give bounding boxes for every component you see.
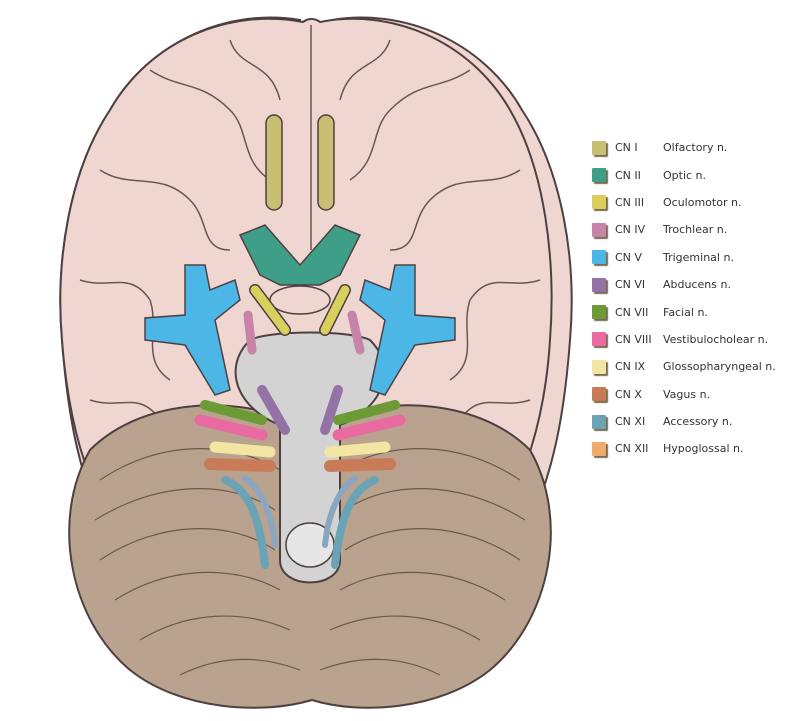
hypoglossal-nerve-left (242, 475, 278, 548)
glossopharyngeal-nerve-right (324, 441, 391, 458)
color-swatch-icon (592, 305, 606, 320)
legend-item: CN V Trigeminal n. (592, 244, 776, 271)
cranial-nerve-name: Trochlear n. (663, 223, 728, 237)
cranial-nerve-number: CN IX (615, 360, 646, 374)
glossopharyngeal-nerve-left (209, 441, 276, 458)
color-swatch-icon (592, 387, 606, 402)
cranial-nerve-name: Optic n. (663, 168, 707, 182)
hypoglossal-nerve-right (322, 475, 358, 548)
cranial-nerve-number: CN I (615, 141, 638, 155)
facial-nerve-left (200, 400, 267, 425)
cranial-nerve-number: CN X (615, 387, 642, 401)
trochlear-nerve-left (243, 310, 257, 355)
cranial-nerve-number: CN III (615, 195, 645, 209)
facial-nerve-right (333, 400, 400, 425)
vestibulocochlear-nerve-right (332, 414, 406, 441)
legend-item: CN X Vagus n. (592, 381, 776, 408)
olfactory-nerve-right (317, 114, 335, 211)
cranial-nerve-name: Vestibulocholear n. (663, 332, 769, 346)
legend-item: CN VIII Vestibulocholear n. (592, 326, 776, 353)
trochlear-nerve-right (347, 310, 365, 355)
cranial-nerve-number: CN XII (615, 442, 649, 456)
trigeminal-nerve-left (144, 264, 241, 396)
optic-chiasm (238, 224, 362, 286)
color-swatch-icon (592, 195, 606, 210)
accessory-nerve-left (221, 476, 269, 569)
color-swatch-icon (592, 414, 606, 429)
cranial-nerve-name: Olfactory n. (663, 141, 728, 155)
cranial-nerve-name: Glossopharyngeal n. (663, 360, 776, 374)
accessory-nerve-right (331, 476, 379, 569)
trigeminal-nerve-right (359, 264, 456, 396)
cranial-nerve-name: Oculomotor n. (663, 195, 742, 209)
color-swatch-icon (592, 332, 606, 347)
color-swatch-icon (592, 140, 606, 155)
legend-item: CN I Olfactory n. (592, 134, 776, 161)
legend-item: CN II Optic n. (592, 161, 776, 188)
cranial-nerve-number: CN V (615, 250, 642, 264)
legend-item: CN IV Trochlear n. (592, 216, 776, 243)
legend: CN I Olfactory n. CN II Optic n. CN III … (592, 134, 776, 463)
abducens-nerve-left (257, 385, 290, 435)
cranial-nerve-number: CN IV (615, 223, 646, 237)
cranial-nerve-name: Abducens n. (663, 278, 731, 292)
cranial-nerve-number: CN VIII (615, 332, 652, 346)
legend-item: CN XI Accessory n. (592, 408, 776, 435)
color-swatch-icon (592, 250, 606, 265)
cranial-nerve-name: Trigeminal n. (663, 250, 734, 264)
pituitary-stalk (269, 285, 331, 315)
vestibulocochlear-nerve-left (194, 414, 268, 441)
vagus-nerve-left (204, 458, 276, 472)
legend-item: CN VI Abducens n. (592, 271, 776, 298)
legend-item: CN III Oculomotor n. (592, 189, 776, 216)
color-swatch-icon (592, 222, 606, 237)
olfactory-nerve-left (265, 114, 283, 211)
cranial-nerve-number: CN VI (615, 278, 646, 292)
cranial-nerve-name: Facial n. (663, 305, 708, 319)
cranial-nerve-name: Accessory n. (663, 415, 733, 429)
legend-item: CN VII Facial n. (592, 298, 776, 325)
abducens-nerve-right (320, 385, 343, 435)
legend-item: CN IX Glossopharyngeal n. (592, 353, 776, 380)
cranial-nerve-name: Hypoglossal n. (663, 442, 744, 456)
cranial-nerve-number: CN XI (615, 415, 646, 429)
color-swatch-icon (592, 168, 606, 183)
color-swatch-icon (592, 359, 606, 374)
cranial-nerve-name: Vagus n. (663, 387, 711, 401)
color-swatch-icon (592, 277, 606, 292)
cranial-nerve-number: CN II (615, 168, 641, 182)
legend-item: CN XII Hypoglossal n. (592, 435, 776, 462)
cranial-nerve-number: CN VII (615, 305, 649, 319)
vagus-nerve-right (324, 458, 396, 472)
color-swatch-icon (592, 441, 606, 456)
